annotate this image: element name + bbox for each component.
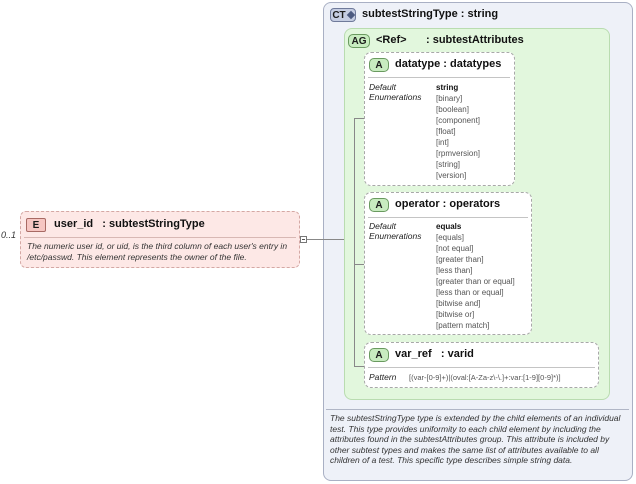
enum-value: [bitwise and]: [436, 299, 481, 308]
complex-type-description-separator: [326, 409, 629, 410]
enum-value: [greater than]: [436, 255, 484, 264]
element-multiplicity: 0..1: [1, 230, 17, 240]
attribute-operator-enumerations-label: Enumerations: [369, 231, 422, 241]
enum-value: [less than or equal]: [436, 288, 504, 297]
attribute-datatype-badge: A: [369, 58, 389, 72]
attribute-varref-pattern-value: [(var-[0-9]+)|(oval:[A-Za-z\-\.]+:var:[1…: [409, 373, 561, 382]
complex-type-badge: CT: [330, 8, 356, 22]
attribute-group-badge: AG: [348, 34, 370, 48]
element-expand-toggle[interactable]: [300, 236, 307, 243]
complex-type-description: The subtestStringType type is extended b…: [330, 413, 621, 466]
collapse-icon: [302, 239, 305, 240]
group-connector-branch-datatype: [354, 118, 364, 119]
group-connector-branch-varref: [354, 366, 364, 367]
attribute-operator-badge: A: [369, 198, 389, 212]
enum-value: [int]: [436, 138, 449, 147]
element-box: [20, 211, 300, 268]
attribute-varref-box: [364, 342, 599, 388]
enum-value: [bitwise or]: [436, 310, 475, 319]
group-connector-branch-operator: [354, 264, 364, 265]
group-connector-vertical: [354, 118, 355, 366]
attribute-datatype-separator: [368, 77, 510, 78]
enum-value: [component]: [436, 116, 481, 125]
attribute-datatype-values: string [binary] [boolean] [component] [f…: [436, 82, 480, 181]
enum-value: [less than]: [436, 266, 473, 275]
attribute-operator-values: equals [equals] [not equal] [greater tha…: [436, 221, 515, 331]
attribute-group-name: : subtestAttributes: [426, 34, 524, 46]
ct-to-group-connector-line: [323, 239, 344, 240]
attribute-datatype-default-value: string: [436, 83, 459, 92]
enum-value: [binary]: [436, 94, 463, 103]
enum-value: [pattern match]: [436, 321, 490, 330]
attribute-varref-separator: [368, 367, 595, 368]
element-separator: [24, 237, 296, 238]
element-connector-line: [307, 239, 323, 240]
attribute-varref-title: var_ref : varid: [395, 348, 474, 360]
attribute-datatype-enumerations-label: Enumerations: [369, 92, 422, 102]
element-badge: E: [26, 218, 46, 232]
attribute-operator-default-label: Default: [369, 221, 396, 231]
attribute-group-ref: <Ref>: [376, 34, 407, 46]
enum-value: [float]: [436, 127, 456, 136]
enum-value: [rpmversion]: [436, 149, 481, 158]
complex-type-title: subtestStringType : string: [362, 8, 499, 20]
attribute-operator-separator: [368, 217, 528, 218]
element-description: The numeric user id, or uid, is the thir…: [27, 241, 288, 262]
attribute-varref-badge: A: [369, 348, 389, 362]
enum-value: [equals]: [436, 233, 465, 242]
complex-type-badge-label: CT: [332, 9, 346, 21]
sequence-icon: [346, 10, 355, 20]
enum-value: [boolean]: [436, 105, 469, 114]
attribute-operator-title: operator : operators: [395, 198, 501, 210]
enum-value: [not equal]: [436, 244, 474, 253]
attribute-datatype-default-label: Default: [369, 82, 396, 92]
element-title: user_id : subtestStringType: [54, 218, 205, 230]
attribute-operator-default-value: equals: [436, 222, 462, 231]
attribute-varref-pattern-label: Pattern: [369, 372, 397, 382]
attribute-datatype-box: [364, 52, 515, 186]
enum-value: [string]: [436, 160, 461, 169]
enum-value: [greater than or equal]: [436, 277, 515, 286]
attribute-datatype-title: datatype : datatypes: [395, 58, 502, 70]
attribute-operator-box: [364, 192, 532, 335]
enum-value: [version]: [436, 171, 467, 180]
